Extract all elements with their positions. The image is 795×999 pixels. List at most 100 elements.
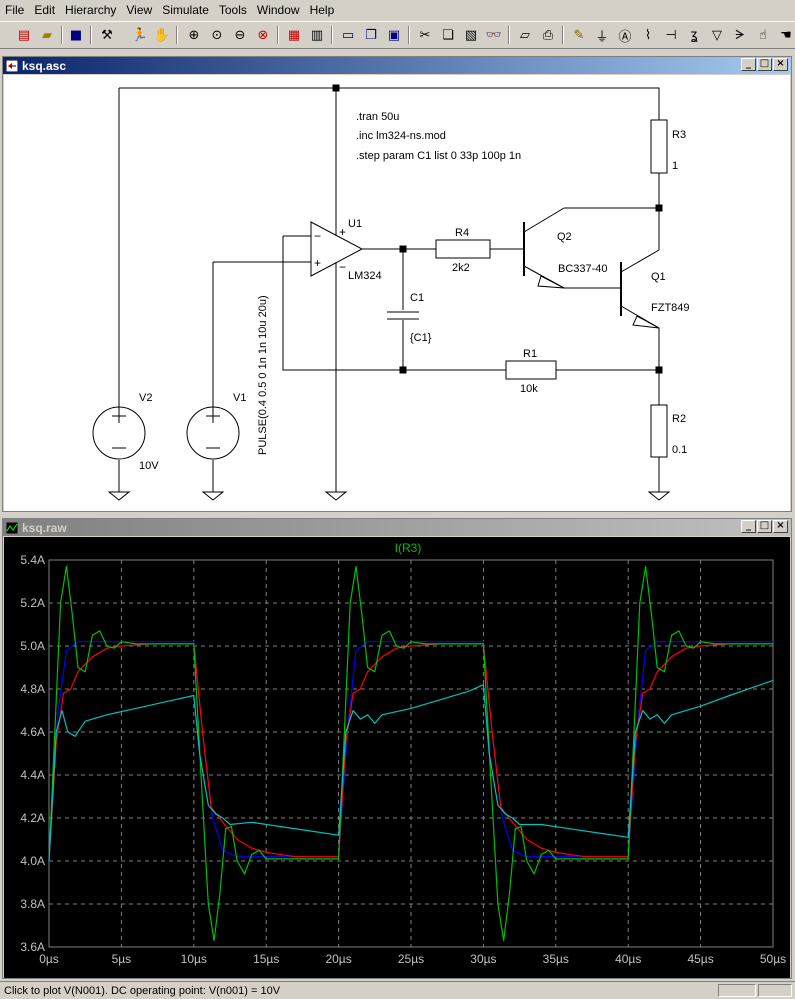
toolbar-separator bbox=[331, 26, 333, 44]
inductor-icon[interactable]: ʓ bbox=[690, 27, 698, 43]
cascade-icon[interactable]: ❐ bbox=[365, 27, 377, 43]
close-button[interactable]: × bbox=[773, 520, 788, 533]
capacitor-c1[interactable] bbox=[387, 311, 419, 320]
menu-tools[interactable]: Tools bbox=[218, 3, 247, 17]
toolbar-separator bbox=[508, 26, 510, 44]
menu-simulate[interactable]: Simulate bbox=[162, 3, 209, 17]
transistor-q1[interactable] bbox=[620, 249, 660, 329]
menu-help[interactable]: Help bbox=[309, 3, 335, 17]
drag-hand-icon[interactable]: ☚ bbox=[780, 27, 792, 43]
r2-name: R2 bbox=[672, 413, 686, 425]
new-schematic-icon[interactable]: ▤ bbox=[17, 27, 31, 43]
zoom-fit-icon[interactable]: ⊗ bbox=[257, 27, 269, 43]
toolbar: ▤ ▰ ■ ⚒ 🏃 ✋ ⊕ ⊙ ⊖ ⊗ ▦ ▥ ▭ ❐ ▣ ✂ ❏ ▧ 👓 ▱ … bbox=[0, 21, 795, 49]
menu-view[interactable]: View bbox=[126, 3, 153, 17]
c1-name: C1 bbox=[410, 292, 424, 304]
resistor-icon[interactable]: ⌇ bbox=[644, 27, 652, 43]
directive-inc[interactable]: .inc lm324-ns.mod bbox=[356, 130, 446, 142]
find-icon[interactable]: 👓 bbox=[485, 27, 503, 43]
draw-wire-icon[interactable]: ✎ bbox=[573, 27, 585, 43]
open-folder-icon[interactable]: ▰ bbox=[42, 27, 52, 43]
y-tick-label: 4.2A bbox=[20, 811, 45, 825]
save-icon[interactable]: ■ bbox=[69, 27, 83, 43]
component-icon[interactable]: ᗒ bbox=[735, 27, 745, 43]
resistor-r3[interactable] bbox=[650, 119, 668, 174]
copy-icon[interactable]: ❏ bbox=[442, 27, 454, 43]
transistor-q2[interactable] bbox=[523, 207, 565, 289]
zoom-out-icon[interactable]: ⊖ bbox=[234, 27, 246, 43]
y-tick-label: 5.2A bbox=[20, 596, 45, 610]
close-window-icon[interactable]: ▣ bbox=[387, 27, 401, 43]
minimize-button[interactable]: _ bbox=[741, 58, 756, 71]
maximize-button[interactable]: □ bbox=[757, 58, 772, 71]
y-tick-label: 3.8A bbox=[20, 897, 45, 911]
x-tick-label: 40µs bbox=[615, 952, 641, 966]
x-tick-label: 45µs bbox=[687, 952, 713, 966]
voltage-source-v1[interactable] bbox=[186, 406, 240, 460]
resistor-r1[interactable] bbox=[505, 360, 557, 380]
resistor-r2[interactable] bbox=[650, 404, 668, 458]
plot-titlebar[interactable]: ksq.raw _ □ × bbox=[3, 519, 791, 536]
print-setup-icon[interactable]: ▱ bbox=[520, 27, 530, 43]
autorange-icon[interactable]: ▦ bbox=[287, 27, 301, 43]
toolbar-separator bbox=[277, 26, 279, 44]
x-tick-label: 20µs bbox=[325, 952, 351, 966]
grid-icon[interactable]: ▥ bbox=[310, 27, 324, 43]
menu-edit[interactable]: Edit bbox=[34, 3, 56, 17]
y-tick-label: 4.0A bbox=[20, 854, 45, 868]
junction-dot bbox=[655, 366, 663, 374]
toolbar-separator bbox=[562, 26, 564, 44]
toolbar-separator bbox=[176, 26, 178, 44]
menubar: File Edit Hierarchy View Simulate Tools … bbox=[0, 0, 795, 20]
trace-label-i-r3[interactable]: I(R3) bbox=[395, 541, 422, 555]
schematic-titlebar[interactable]: ksq.asc _ □ × bbox=[3, 57, 791, 74]
cut-icon[interactable]: ✂ bbox=[419, 27, 431, 43]
close-button[interactable]: × bbox=[773, 58, 788, 71]
ground-icon[interactable]: ⏚ bbox=[595, 29, 609, 45]
schematic-window-title: ksq.asc bbox=[22, 58, 67, 73]
print-icon[interactable]: ⎙ bbox=[542, 27, 554, 43]
schematic-window[interactable]: ksq.asc _ □ × bbox=[2, 56, 792, 512]
directive-tran[interactable]: .tran 50u bbox=[356, 111, 399, 123]
opamp-minus: − bbox=[314, 229, 321, 243]
pan-hand-icon[interactable]: ✋ bbox=[153, 27, 171, 43]
maximize-button[interactable]: □ bbox=[757, 520, 772, 533]
junction-dot bbox=[332, 84, 340, 92]
directive-step[interactable]: .step param C1 list 0 33p 100p 1n bbox=[356, 150, 521, 162]
control-panel-icon[interactable]: ⚒ bbox=[101, 27, 113, 43]
x-tick-label: 30µs bbox=[470, 952, 496, 966]
menu-window[interactable]: Window bbox=[256, 3, 300, 17]
minimize-button[interactable]: _ bbox=[741, 520, 756, 533]
resistor-r4[interactable] bbox=[435, 239, 491, 259]
opamp-u1[interactable] bbox=[310, 221, 364, 277]
wire bbox=[212, 261, 311, 410]
diode-icon[interactable]: ▽ bbox=[712, 27, 722, 43]
y-tick-label: 5.4A bbox=[20, 553, 45, 567]
capacitor-icon[interactable]: ⊣ bbox=[665, 27, 677, 43]
x-tick-label: 15µs bbox=[253, 952, 279, 966]
tile-horizontal-icon[interactable]: ▭ bbox=[341, 27, 355, 43]
opamp-plus-supply: + bbox=[339, 225, 346, 239]
r4-value: 2k2 bbox=[452, 262, 470, 274]
series-line-2 bbox=[48, 643, 773, 862]
zoom-pan-icon[interactable]: ⊙ bbox=[211, 27, 223, 43]
voltage-source-v2[interactable] bbox=[92, 405, 146, 460]
run-icon[interactable]: 🏃 bbox=[131, 27, 149, 43]
status-panel bbox=[718, 984, 756, 997]
r3-value: 1 bbox=[672, 160, 678, 172]
q2-value: BC337-40 bbox=[558, 263, 608, 275]
paste-icon[interactable]: ▧ bbox=[464, 27, 478, 43]
r1-value: 10k bbox=[520, 383, 538, 395]
status-text: Click to plot V(N001). DC operating poin… bbox=[4, 984, 281, 997]
menu-hierarchy[interactable]: Hierarchy bbox=[65, 3, 117, 17]
label-net-icon[interactable]: Ⓐ bbox=[618, 29, 632, 45]
u1-value: LM324 bbox=[348, 270, 382, 282]
move-hand-icon[interactable]: ☝ bbox=[759, 27, 767, 43]
menu-file[interactable]: File bbox=[5, 3, 25, 17]
schematic-canvas[interactable]: .tran 50u .inc lm324-ns.mod .step param … bbox=[4, 75, 790, 511]
series-line-4 bbox=[48, 679, 774, 862]
r3-name: R3 bbox=[672, 129, 686, 141]
zoom-in-icon[interactable]: ⊕ bbox=[188, 27, 200, 43]
